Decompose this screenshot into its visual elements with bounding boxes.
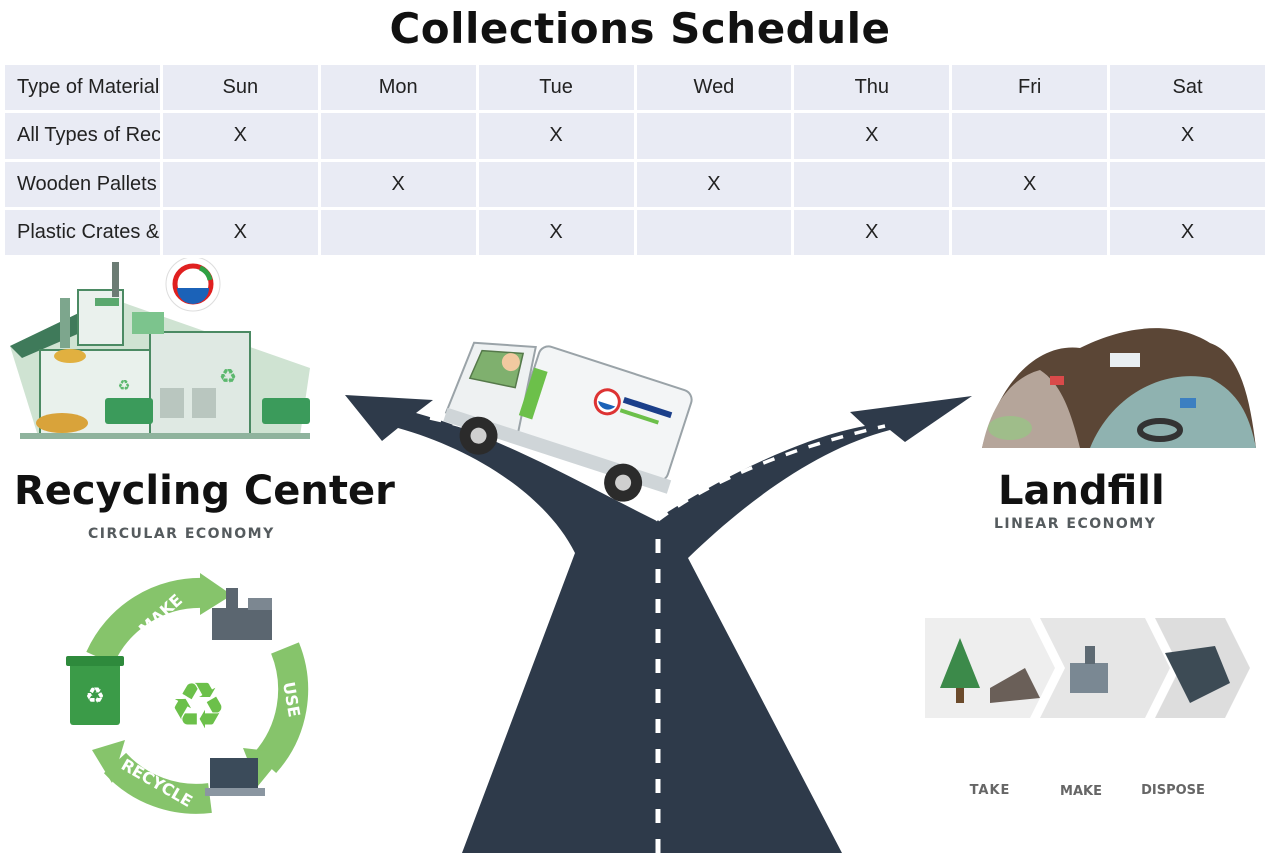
day-cell: X — [791, 206, 953, 259]
day-cell — [317, 206, 479, 259]
linear-economy-diagram: TAKE MAKE DISPOSE — [925, 618, 1250, 799]
garbage-truck-icon — [443, 341, 693, 502]
column-header: Sat — [1107, 61, 1268, 114]
day-cell — [475, 158, 637, 210]
day-cell: X — [1107, 110, 1268, 162]
linear-economy-subheading: LINEAR ECONOMY — [994, 516, 1157, 532]
table-row: Plastic Crates & Foam X X X X — [2, 206, 1268, 259]
svg-text:♻: ♻ — [118, 378, 131, 394]
column-header: Mon — [317, 61, 479, 114]
day-cell: X — [475, 206, 637, 259]
column-header: Sun — [159, 61, 321, 114]
material-cell: Wooden Pallets — [2, 158, 163, 210]
table-header-row: Type of Materials Sun Mon Tue Wed Thu Fr… — [2, 61, 1268, 114]
day-cell — [949, 110, 1111, 162]
landfill-pile-icon — [982, 328, 1256, 448]
collections-schedule-table: Type of Materials Sun Mon Tue Wed Thu Fr… — [2, 61, 1268, 259]
day-cell: X — [159, 110, 321, 162]
day-cell — [1107, 158, 1268, 210]
day-cell: X — [475, 110, 637, 162]
day-cell: X — [949, 158, 1111, 210]
landfill-heading: Landfill — [998, 468, 1165, 514]
day-cell — [633, 206, 795, 259]
day-cell: X — [791, 110, 953, 162]
recycle-bin-icon: ♻ — [66, 656, 124, 725]
day-cell: X — [633, 158, 795, 210]
table-row: Wooden Pallets X X X — [2, 158, 1268, 210]
day-cell: X — [317, 158, 479, 210]
table-row: All Types of Recyclables X X X X — [2, 110, 1268, 162]
day-cell — [949, 206, 1111, 259]
recycling-plant-icon: ♻ ♻ — [10, 262, 310, 439]
take-label: TAKE — [970, 783, 1011, 798]
column-header: Wed — [633, 61, 795, 114]
recycling-center-heading: Recycling Center — [14, 468, 395, 514]
svg-text:♻: ♻ — [85, 684, 105, 709]
column-header: Tue — [475, 61, 637, 114]
day-cell — [791, 158, 953, 210]
factory-icon — [212, 588, 272, 640]
laptop-icon — [205, 758, 265, 796]
material-cell: All Types of Recyclables — [2, 110, 163, 162]
column-header: Thu — [791, 61, 953, 114]
dispose-label: DISPOSE — [1141, 783, 1205, 798]
recycle-symbol-icon: ♻ — [169, 670, 226, 744]
illustration-scene: ♻ ♻ MAKE USE RECYCLE — [10, 258, 1256, 853]
day-cell — [159, 158, 321, 210]
day-cell — [317, 110, 479, 162]
page-title: Collections Schedule — [389, 4, 891, 53]
day-cell — [633, 110, 795, 162]
svg-text:♻: ♻ — [219, 364, 237, 388]
circular-economy-subheading: CIRCULAR ECONOMY — [88, 526, 275, 542]
make-step-label: MAKE — [1060, 784, 1102, 799]
material-cell: Plastic Crates & Foam — [2, 206, 163, 259]
company-logo-icon — [165, 258, 221, 312]
day-cell: X — [1107, 206, 1268, 259]
column-header: Type of Materials — [2, 61, 163, 114]
column-header: Fri — [949, 61, 1111, 114]
tree-icon — [940, 638, 1040, 703]
circular-economy-diagram: MAKE USE RECYCLE ♻ ♻ — [66, 573, 309, 814]
day-cell: X — [159, 206, 321, 259]
